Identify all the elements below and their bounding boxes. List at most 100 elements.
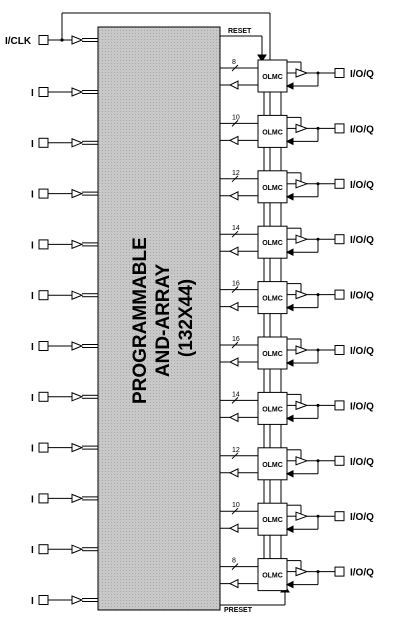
input-pin: I <box>31 137 98 150</box>
olmc-box <box>257 502 288 536</box>
pin-box <box>38 595 49 605</box>
product-term-count: 8 <box>232 59 236 66</box>
olmc-label: OLMC <box>262 406 283 413</box>
io-pin-box <box>334 566 345 577</box>
input-buffer <box>71 493 84 504</box>
input-pin: I <box>31 595 98 607</box>
olmc-label: OLMC <box>262 185 283 192</box>
olmc-label: OLMC <box>262 74 283 81</box>
clock-line <box>61 12 271 60</box>
input-buffer <box>71 138 84 148</box>
array-label-line-1: PROGRAMMABLE <box>130 237 151 404</box>
feedback-buffer <box>228 246 239 257</box>
input-pin-label: I <box>31 545 34 556</box>
preset-label: PRESET <box>224 607 253 614</box>
input-pin-label: I <box>31 494 34 505</box>
feedback-buffer <box>228 190 239 201</box>
product-term-count: 10 <box>232 114 240 121</box>
input-pin-label: I <box>31 291 34 302</box>
io-pin-label: I/O/Q <box>350 180 374 191</box>
io-pin-box <box>334 289 345 300</box>
olmc-label: OLMC <box>262 129 283 136</box>
io-pin-label: I/O/Q <box>350 291 374 302</box>
io-pin-box <box>334 400 345 411</box>
feedback-buffer <box>228 578 239 589</box>
feedback-buffer <box>228 135 239 146</box>
feedback-buffer <box>228 412 239 423</box>
input-pin-label: I <box>31 393 34 404</box>
input-pin: I <box>31 290 98 302</box>
input-buffer <box>71 290 84 300</box>
io-pin-label: I/O/Q <box>350 512 374 523</box>
io-pin-label: I/O/Q <box>350 235 374 246</box>
array-label: PROGRAMMABLE AND-ARRAY (132X44) <box>130 232 197 404</box>
input-buffer <box>71 595 84 605</box>
olmc-label: OLMC <box>262 462 283 469</box>
product-term-count: 14 <box>232 225 240 232</box>
input-buffer <box>71 239 84 250</box>
product-term-count: 8 <box>232 558 236 565</box>
input-pin-label: I <box>31 190 34 201</box>
olmc-box <box>257 447 288 481</box>
input-pins: I I I I I I I I I I I <box>31 35 98 607</box>
input-buffer <box>71 35 84 45</box>
pin-box <box>38 239 49 250</box>
feedback-buffer <box>228 80 239 90</box>
input-pin-label: I <box>31 342 34 353</box>
pin-box <box>38 35 49 45</box>
input-buffer <box>71 188 84 199</box>
reset-line <box>220 35 267 62</box>
product-term-count: 10 <box>232 502 240 509</box>
input-pin-label: I <box>31 444 34 455</box>
input-buffer <box>71 392 84 402</box>
input-pin-label: I <box>31 596 34 607</box>
pin-box <box>38 188 49 199</box>
product-term-count: 16 <box>232 281 240 288</box>
input-buffer <box>71 442 84 453</box>
product-term-count: 14 <box>232 391 240 398</box>
feedback-buffer <box>228 301 239 312</box>
pin-box <box>38 544 49 555</box>
array-label-line-2: AND-ARRAY <box>153 263 174 377</box>
and-array-block <box>97 26 221 611</box>
io-pin-label: I/O/Q <box>350 69 374 80</box>
pin-box <box>38 391 49 402</box>
olmc-box <box>257 59 288 93</box>
input-buffer <box>71 87 84 97</box>
reset-label: RESET <box>228 28 252 35</box>
feedback-buffer <box>228 357 239 367</box>
olmc-label: OLMC <box>262 240 283 247</box>
input-pin: I <box>31 493 98 505</box>
input-buffer <box>71 544 84 554</box>
io-pin-box <box>334 345 345 355</box>
io-pin-label: I/O/Q <box>350 346 374 357</box>
olmc-label: OLMC <box>262 573 283 580</box>
olmc-box <box>257 558 288 592</box>
io-pin-label: I/O/Q <box>350 568 374 579</box>
olmc-box <box>257 281 288 315</box>
io-pin-box <box>334 123 345 134</box>
product-term-count: 12 <box>232 447 240 454</box>
olmc-label: OLMC <box>262 517 283 524</box>
olmc-label: OLMC <box>262 296 283 303</box>
input-pin: I <box>31 391 98 404</box>
pin-box <box>38 341 49 351</box>
feedback-buffer <box>228 467 239 478</box>
io-pin-box <box>334 511 345 522</box>
input-pin: I <box>31 341 98 353</box>
io-pin-box <box>334 68 345 78</box>
input-pin-label: I <box>31 88 34 99</box>
pin-box <box>38 290 49 301</box>
olmc-box <box>257 114 288 148</box>
input-pin: I <box>31 239 98 251</box>
olmc-label: OLMC <box>262 351 283 358</box>
